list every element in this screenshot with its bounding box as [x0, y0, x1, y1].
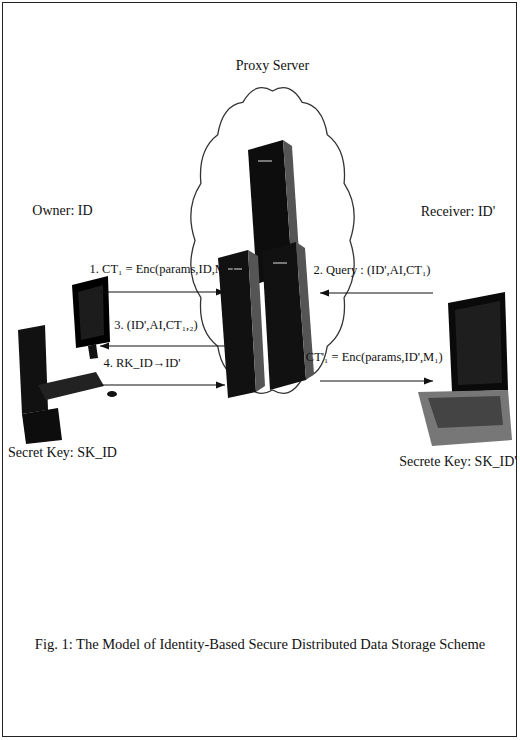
arrow-head — [100, 343, 109, 350]
laptop-keyboard — [428, 396, 503, 428]
message-arrow — [100, 343, 225, 350]
message-label: 5. CT'₁ = Enc(params,ID',M₁) — [293, 350, 442, 365]
laptop — [418, 292, 512, 446]
message-label: 3. (ID',AI,CT₁,₂) — [114, 318, 198, 333]
arrow-line — [100, 345, 225, 346]
laptop-display — [455, 301, 502, 385]
arrow-head — [216, 289, 225, 296]
laptop-base — [418, 390, 512, 446]
arrow-head — [320, 290, 329, 297]
arrow-line — [320, 292, 433, 293]
monitor — [72, 276, 110, 348]
arrow-head — [216, 382, 225, 389]
desktop-computer — [18, 276, 117, 444]
figure-caption: Fig. 1: The Model of Identity-Based Secu… — [0, 636, 520, 653]
message-arrow — [320, 290, 433, 297]
node-subtext: Secret Key: SK_ID — [8, 445, 117, 461]
cloud-node: Proxy Server — [225, 58, 320, 400]
monitor-stand — [88, 344, 98, 359]
message-arrow — [100, 289, 225, 296]
message-label: 4. RK_ID→ID' — [103, 356, 180, 371]
message-label: 1. CT₁ = Enc(params,ID,M₁) — [90, 262, 235, 277]
arrow-line — [100, 291, 225, 292]
cloud-shape — [191, 88, 354, 394]
node-heading: Owner: ID — [32, 203, 92, 219]
message-arrow — [320, 378, 433, 385]
keyboard — [38, 372, 104, 400]
entity-node: Receiver: ID'Secrete Key: SK_ID' — [433, 200, 483, 475]
arrow-head — [424, 378, 433, 385]
entity-node: Owner: IDSecret Key: SK_ID — [25, 200, 100, 475]
arrow-line — [100, 384, 225, 385]
message-arrow — [100, 382, 225, 389]
arrow-line — [320, 380, 433, 381]
laptop-screen — [448, 292, 508, 392]
node-heading: Receiver: ID' — [421, 204, 495, 220]
node-heading: Proxy Server — [236, 58, 310, 74]
message-label: 2. Query : (ID',AI,CT₁) — [314, 263, 431, 278]
mouse — [107, 391, 117, 397]
monitor-screen — [78, 285, 104, 340]
computer-tower — [18, 325, 48, 414]
node-subtext: Secrete Key: SK_ID' — [399, 454, 517, 470]
computer-base — [22, 408, 62, 444]
